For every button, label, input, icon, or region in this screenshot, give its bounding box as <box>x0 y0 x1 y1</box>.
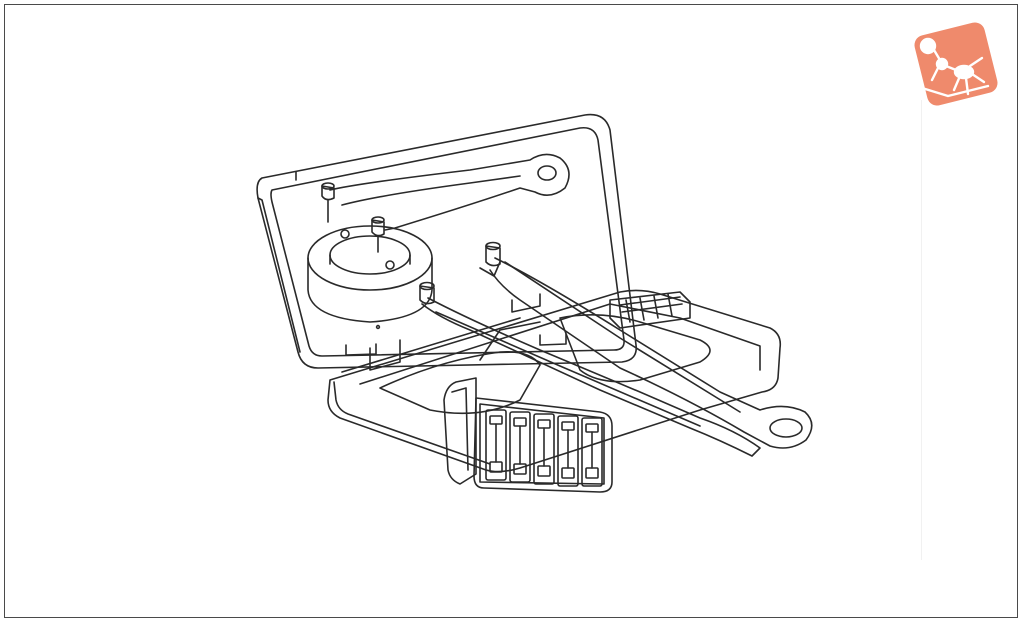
case-base <box>327 289 782 473</box>
pin-slot-5 <box>581 417 603 487</box>
pin-slot-3 <box>533 413 555 485</box>
pin-cartridge <box>609 291 691 329</box>
divider <box>921 100 922 560</box>
ant-logo-icon <box>914 22 998 106</box>
hook-spanner-large <box>479 241 813 449</box>
illustration-frame <box>4 4 1018 618</box>
pin-slot-1 <box>485 409 507 481</box>
pin-slot-2 <box>509 411 531 483</box>
ring-nut <box>307 225 433 323</box>
pin-spanner-small <box>321 153 570 253</box>
case-lid <box>256 113 638 369</box>
spare-pin-card <box>443 377 613 493</box>
hook-spanner-second <box>419 281 761 457</box>
pin-slot-4 <box>557 415 579 487</box>
